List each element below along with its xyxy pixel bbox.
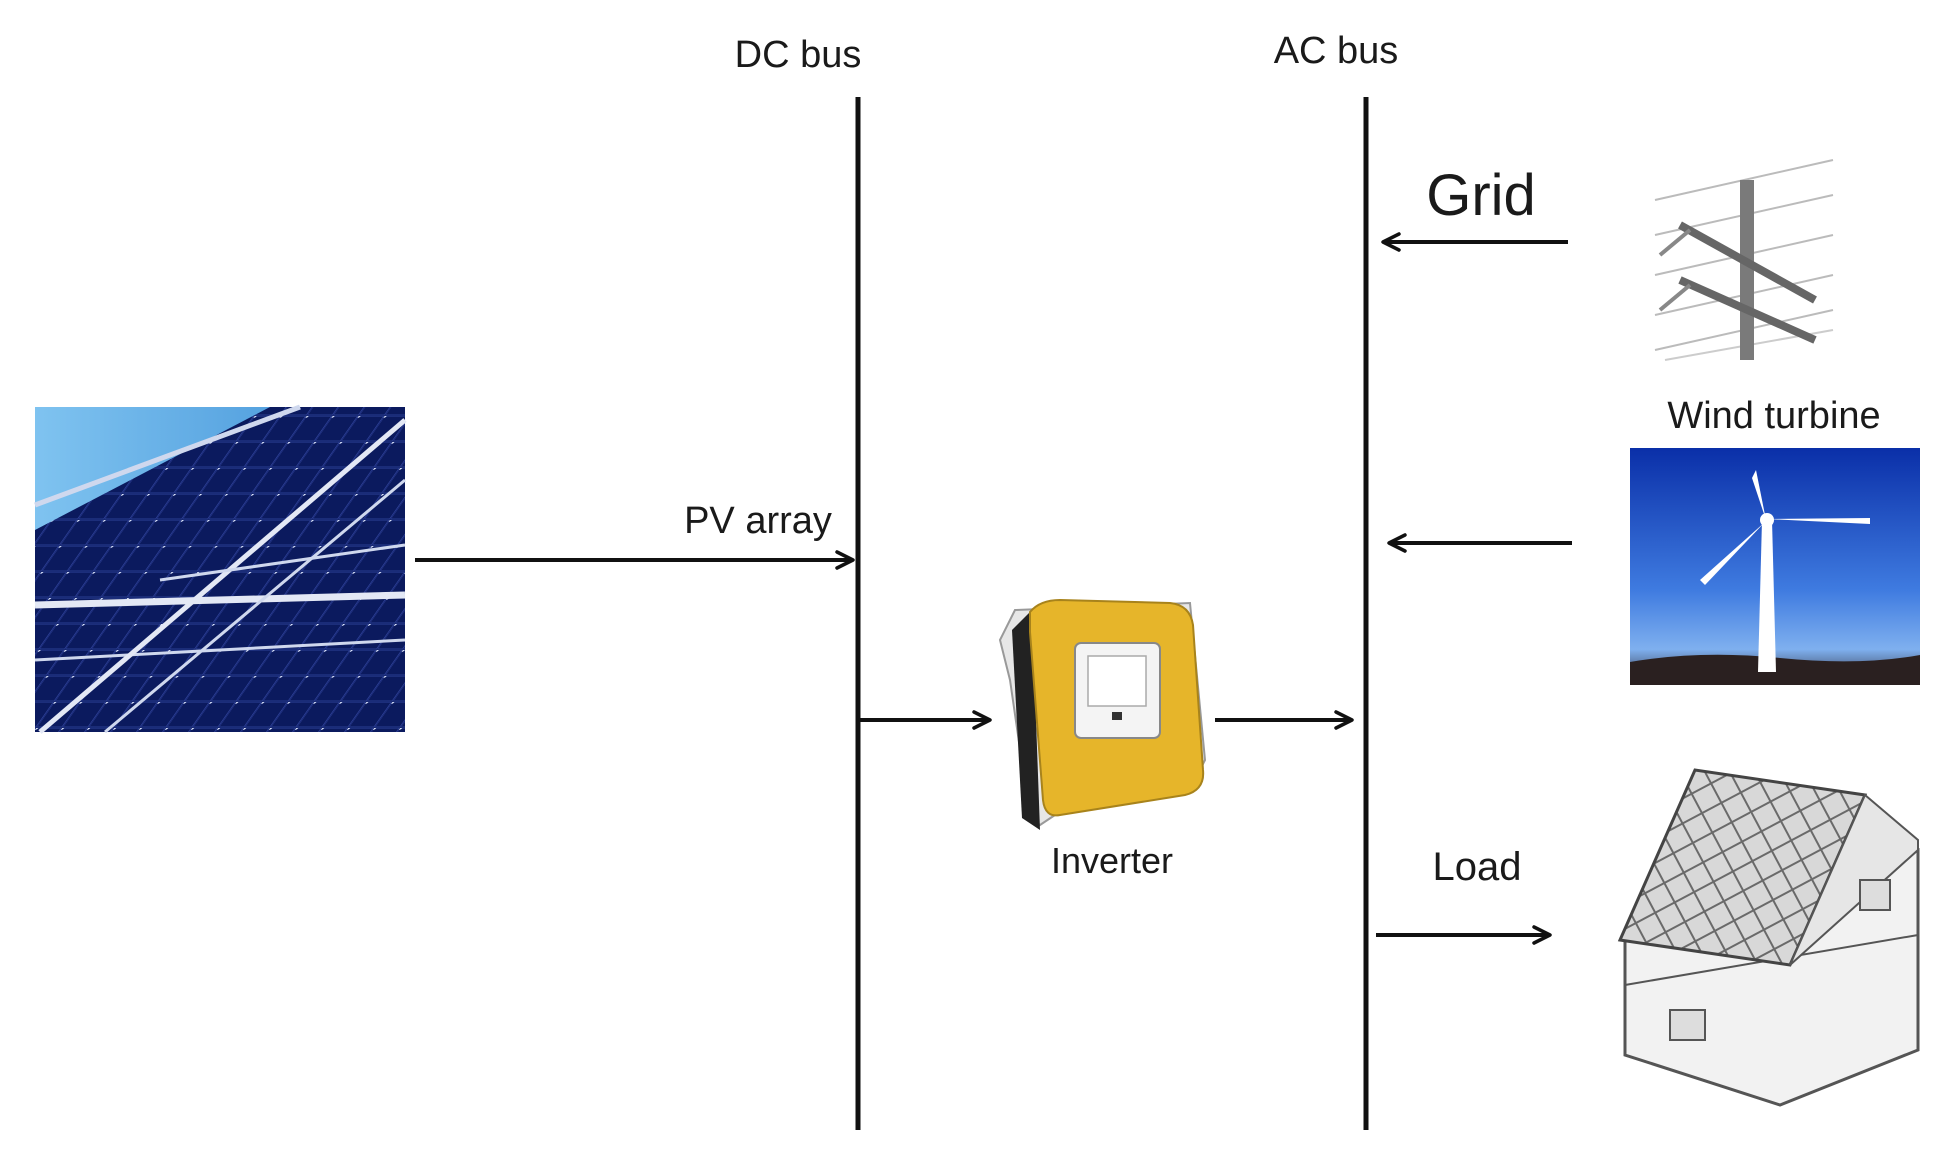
grid-pylon-image xyxy=(1654,155,1834,361)
wind-turbine-image xyxy=(1630,448,1920,685)
inverter-image xyxy=(998,598,1207,830)
pv-array-label: PV array xyxy=(684,500,832,542)
house-image xyxy=(1617,768,1920,1107)
grid-label: Grid xyxy=(1426,163,1536,228)
inverter-label: Inverter xyxy=(1051,840,1173,881)
load-label: Load xyxy=(1433,845,1522,889)
pv-panel-image xyxy=(34,404,407,734)
wind-turbine-label: Wind turbine xyxy=(1667,395,1880,437)
dc-bus-label: DC bus xyxy=(735,34,862,76)
ac-bus-label: AC bus xyxy=(1274,30,1399,72)
